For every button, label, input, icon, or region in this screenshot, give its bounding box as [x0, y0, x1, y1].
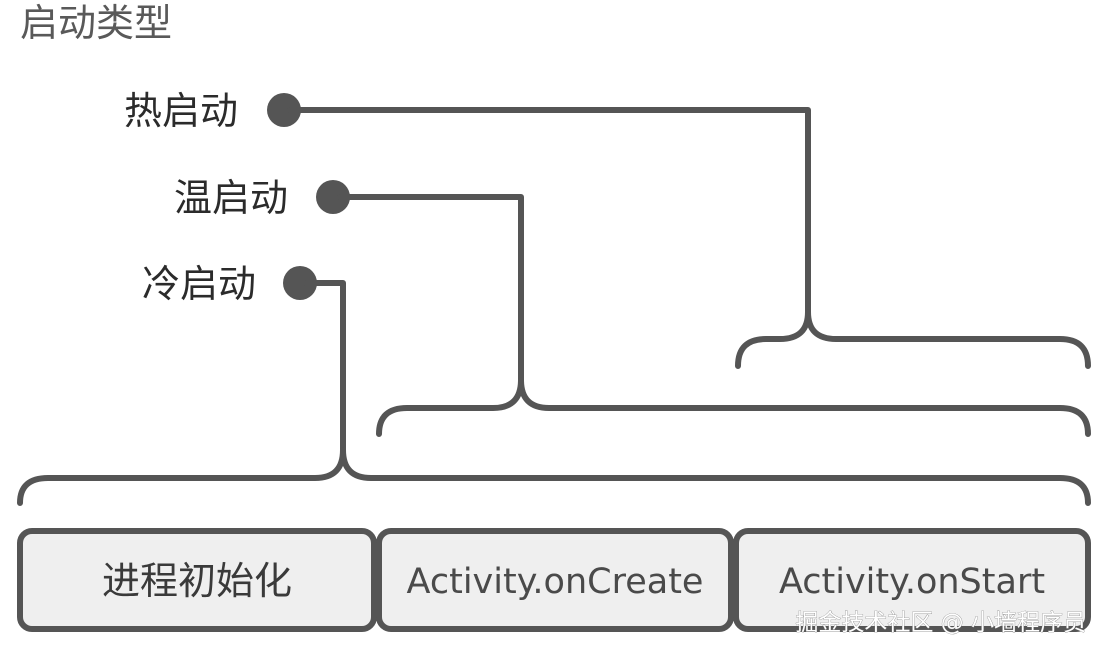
label-warm-start: 温启动: [174, 176, 288, 220]
connector-warm-start: [337, 194, 524, 383]
phase-label-activity-onstart: Activity.onStart: [779, 562, 1045, 602]
watermark-text: 掘金技术社区 @ 小墙程序员: [795, 610, 1086, 636]
label-hot-start: 热启动: [124, 89, 238, 133]
dot-cold-start: [283, 266, 317, 300]
phase-box-activity-onstart: [733, 528, 1091, 632]
dot-hot-start: [267, 93, 301, 127]
label-cold-start: 冷启动: [142, 262, 256, 306]
dot-warm-start: [316, 180, 350, 214]
brace-warm-start: [376, 377, 1091, 437]
phase-box-process-init: [17, 528, 377, 632]
diagram-title: 启动类型: [20, 1, 172, 45]
phase-box-activity-oncreate: [376, 528, 734, 632]
brace-cold-start: [17, 447, 1091, 506]
phase-label-process-init: 进程初始化: [102, 559, 292, 603]
connector-hot-start: [287, 107, 811, 315]
phase-label-activity-oncreate: Activity.onCreate: [407, 562, 704, 602]
connector-cold-start: [303, 280, 346, 453]
brace-hot-start: [735, 309, 1091, 369]
